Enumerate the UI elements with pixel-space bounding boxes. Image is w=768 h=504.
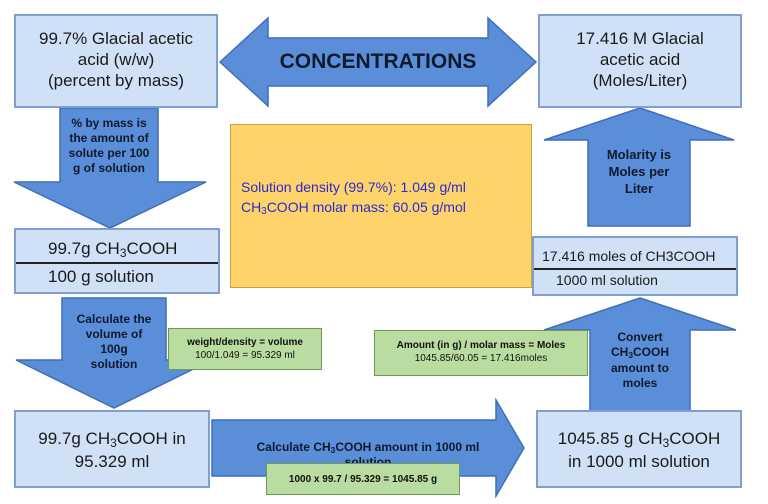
amount-formula-note: 1000 x 99.7 / 95.329 = 1045.85 g [266,463,460,495]
mass-fraction-box: 99.7g CH3COOH 100 g solution [14,228,220,294]
mass-fraction-denominator: 100 g solution [48,267,154,286]
molarity-up-arrow [543,107,735,227]
sample-volume-box: 99.7g CH3COOH in 95.329 ml [14,410,210,488]
percent-box-line1: 99.7% Glacial acetic [38,29,194,48]
mass-fraction-numerator: 99.7g CH3COOH [48,239,178,260]
percent-arrow-text: % by mass is the amount of solute per 10… [68,116,150,175]
density-text: Solution density (99.7%): 1.049 g/ml [241,179,466,195]
grams-per-liter-line2: in 1000 ml solution [568,452,710,471]
moles-formula-note: Amount (in g) / molar mass = Moles 1045.… [374,330,588,376]
percent-down-arrow [13,107,207,229]
percent-box-line2: acid (w/w) [77,50,155,69]
sample-volume-line2: 95.329 ml [74,452,150,471]
concentrations-double-arrow [218,16,538,108]
sample-volume-line1: 99.7g CH3COOH in [38,429,186,450]
volume-down-arrow [15,297,213,409]
mass-fraction-bar [16,262,218,264]
mole-fraction-box: 17.416 moles of CH3COOH 1000 ml solution [532,236,738,296]
constants-box: Solution density (99.7%): 1.049 g/ml CH3… [230,124,532,288]
mole-fraction-numerator: 17.416 moles of CH3COOH [542,248,716,264]
volume-formula-note: weight/density = volume 100/1.049 = 95.3… [168,328,322,370]
grams-per-liter-box: 1045.85 g CH3COOH in 1000 ml solution [536,410,742,488]
grams-per-liter-line1: 1045.85 g CH3COOH [557,429,721,450]
percent-by-mass-box: 99.7% Glacial acetic acid (w/w) (percent… [14,14,218,108]
molarity-box-line2: acetic acid [599,50,681,69]
page-title: CONCENTRATIONS [279,50,477,73]
percent-box-line3: (percent by mass) [47,71,185,90]
mole-fraction-bar [534,268,736,270]
molarity-box-line3: (Moles/Liter) [592,71,688,90]
molar-mass-text: CH3COOH molar mass: 60.05 g/mol [241,199,466,218]
molarity-box: 17.416 M Glacial acetic acid (Moles/Lite… [538,14,742,108]
convert-arrow-text: Convert CH3COOH amount to moles [610,330,669,390]
molarity-arrow-text: Molarity is Moles per Liter [606,147,672,196]
molarity-box-line1: 17.416 M Glacial [576,29,704,48]
volume-arrow-text: Calculate the volume of 100g solution [76,312,152,371]
mole-fraction-denominator: 1000 ml solution [556,272,658,288]
